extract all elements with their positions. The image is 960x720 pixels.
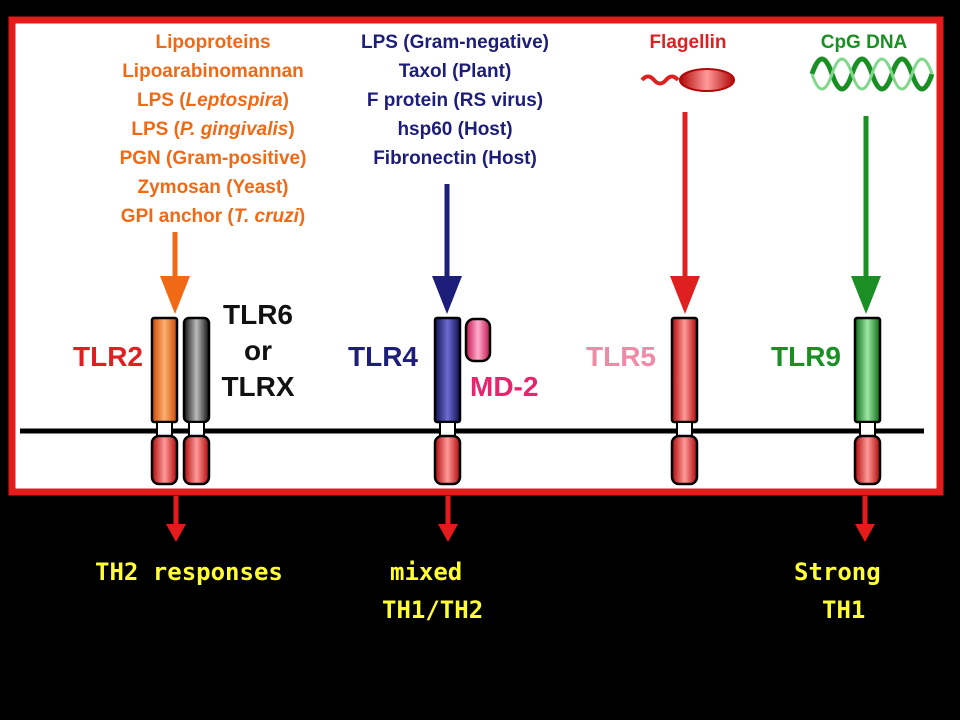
ligand-line-3: LPS ( [137, 90, 186, 111]
tlr5-label: TLR5 [586, 341, 656, 372]
ligand-line-5: Fibronectin (Host) [373, 148, 537, 169]
tlr2-receptor [150, 316, 179, 486]
md2-protein [464, 317, 492, 363]
ligand-line-7: T. cruzi [234, 206, 300, 227]
tlr9-ligand-arrow [851, 116, 881, 314]
ligand-line-4: hsp60 (Host) [397, 119, 512, 140]
tlr2-label: TLR2 [73, 341, 143, 372]
ligand-line-5: PGN (Gram-positive) [120, 148, 307, 169]
tlr4-ligand-arrow [432, 184, 462, 314]
ligand-line-3: ) [283, 90, 289, 111]
tlr6-label-line3: TLRX [221, 371, 294, 402]
ligand-line-3: Leptospira [186, 90, 284, 111]
ligand-line-7: GPI anchor ( [121, 206, 235, 227]
flagellin-icon [640, 74, 680, 86]
tlr6-label-line1: TLR6 [223, 299, 293, 330]
ligand-line-4: P. gingivalis [180, 119, 288, 140]
tlr9-ligand-label: CpG DNA [821, 32, 908, 53]
cpg-dna-strand-icon [810, 57, 934, 91]
ligand-line-4: ) [288, 119, 294, 140]
tlr2-response-label: TH2 responses [95, 558, 283, 586]
ligand-line-3: F protein (RS virus) [367, 90, 543, 111]
tlr2-response-arrow [166, 496, 186, 542]
tlr5-ligand-label: Flagellin [649, 32, 726, 53]
tlr5-ligand-arrow [670, 112, 700, 314]
tlr4-label: TLR4 [348, 341, 418, 372]
md2-label: MD-2 [470, 371, 538, 402]
flagellin-body-icon [679, 68, 735, 92]
tlr9-response-label-line2: TH1 [822, 596, 866, 624]
ligand-line-1: LPS (Gram-negative) [361, 32, 549, 53]
ligand-line-7: ) [299, 206, 305, 227]
tlr9-receptor [853, 316, 882, 486]
tlr6-receptor [182, 316, 211, 486]
ligand-line-1: Lipoproteins [155, 32, 270, 53]
tlr6-label-line2: or [244, 335, 272, 366]
ligand-line-2: Lipoarabinomannan [122, 61, 304, 82]
ligand-line-2: Taxol (Plant) [399, 61, 512, 82]
tlr4-response-arrow [438, 496, 458, 542]
tlr9-label: TLR9 [771, 341, 841, 372]
tlr9-response-label-line1: Strong [794, 558, 881, 586]
tlr5-receptor [670, 316, 699, 486]
tlr4-ligand-list: LPS (Gram-negative) Taxol (Plant) F protei… [361, 32, 549, 169]
ligand-line-4: LPS ( [131, 119, 180, 140]
tlr4-response-label-line2: TH1/TH2 [382, 596, 484, 624]
tlr4-response-label-line1: mixed [390, 558, 463, 586]
tlr4-receptor [433, 316, 462, 486]
tlr2-ligand-arrow [160, 232, 190, 314]
tlr9-response-arrow [855, 496, 875, 542]
ligand-line-6: Zymosan (Yeast) [138, 177, 289, 198]
